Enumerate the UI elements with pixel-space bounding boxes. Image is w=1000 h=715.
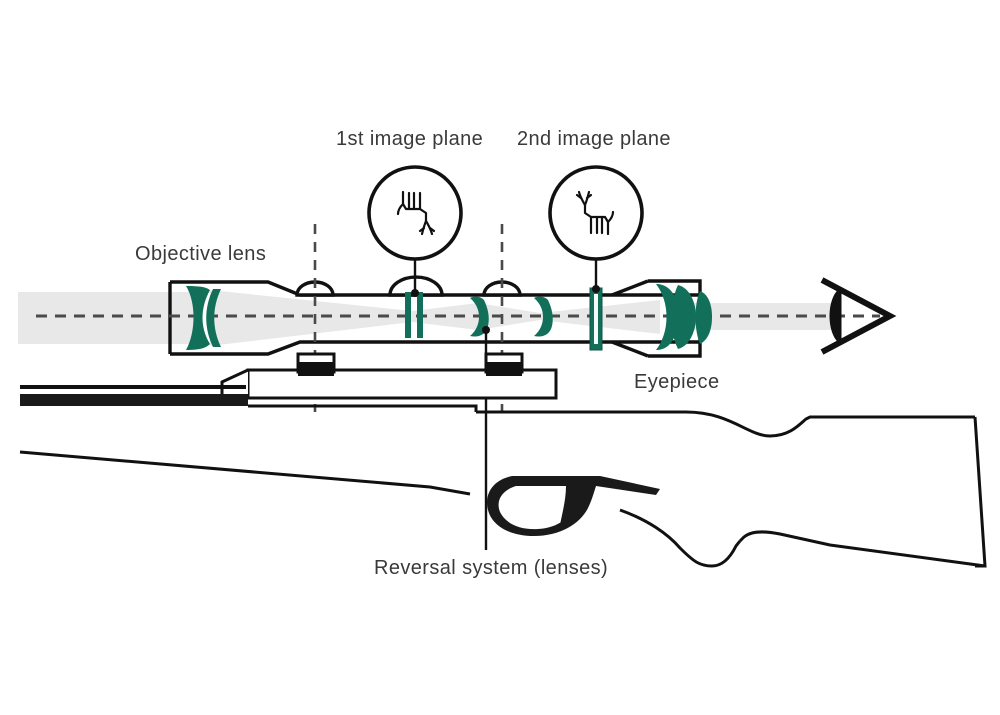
light-cone-reversal-mid — [478, 303, 540, 330]
label-second-image-plane: 2nd image plane — [517, 128, 671, 150]
first-plane-circle — [367, 165, 463, 261]
label-first-image-plane: 1st image plane — [336, 128, 484, 150]
objective-lens-element-2 — [206, 289, 221, 347]
rifle-trigger-guard-hole — [498, 486, 575, 530]
scope-eyepiece-taper-top — [611, 279, 649, 297]
eye-pupil — [829, 288, 840, 344]
reversal-leader-dot — [482, 326, 490, 334]
lens-group — [186, 284, 712, 351]
light-cone-converging — [210, 290, 412, 346]
scope-mount-group — [220, 352, 558, 400]
rifle-buttstock-toe — [738, 530, 986, 568]
first-plane-leader-dot — [411, 289, 419, 297]
image-plane-markers — [313, 224, 504, 412]
scope-ring-right-base — [486, 362, 522, 376]
eye-chevron — [820, 277, 897, 355]
eye-symbol — [820, 277, 897, 355]
rifle-stock-top — [476, 410, 975, 438]
scope-ring-left-base — [298, 362, 334, 376]
rifle-forend-bottom — [19, 450, 471, 496]
rifle-outline — [19, 385, 987, 568]
scope-objective-bell-bottom — [170, 340, 700, 356]
first-plane-reticle-bar-1 — [405, 292, 411, 338]
first-image-plane-callout — [367, 165, 463, 297]
second-image-plane-callout — [548, 165, 644, 293]
rifle-buttstock — [973, 416, 987, 568]
light-cone-entry — [18, 292, 196, 344]
turret-left[interactable] — [295, 280, 335, 297]
deer-inverted-icon — [396, 190, 436, 236]
rifle-receiver-bottom — [248, 404, 478, 412]
eyepiece-lens-element-2 — [671, 285, 696, 349]
objective-lens-element-1 — [186, 286, 210, 350]
rifle-pistol-grip — [619, 508, 742, 568]
deer-upright-icon — [575, 190, 615, 236]
eyepiece-lens-element-3 — [695, 291, 712, 344]
rifle-trigger — [560, 486, 583, 525]
second-plane-reticle-core — [594, 294, 598, 344]
first-plane-reticle-bar-2 — [417, 292, 423, 338]
second-plane-circle — [548, 165, 644, 261]
scope-eyepiece-taper-bottom — [611, 340, 649, 358]
mount-rail-taper-left — [220, 368, 249, 400]
turret-right[interactable] — [482, 280, 522, 297]
label-eyepiece: Eyepiece — [634, 371, 720, 393]
rifle-barrel — [20, 394, 248, 406]
second-plane-leader-dot — [592, 285, 600, 293]
label-reversal-system: Reversal system (lenses) — [374, 557, 609, 579]
reversal-lens-2 — [534, 296, 553, 337]
label-objective-lens: Objective lens — [135, 243, 267, 265]
